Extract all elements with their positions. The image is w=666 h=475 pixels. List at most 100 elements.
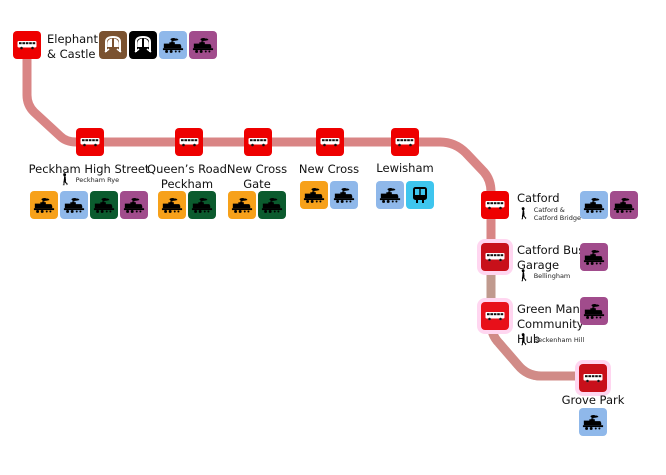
rail-interchange-badge[interactable] — [376, 181, 404, 209]
steam-train-icon — [162, 37, 184, 54]
route-line-dimmed-glow — [486, 317, 597, 381]
stop-name: Catford — [517, 191, 560, 206]
stop-name-line: Peckham High Street — [28, 162, 150, 176]
steam-train-icon — [33, 197, 55, 214]
interchange-modes — [300, 181, 358, 209]
walking-interchange: 🚶Bellingham — [517, 269, 571, 282]
bus-icon — [320, 137, 340, 147]
bus-stop-marker[interactable] — [316, 128, 344, 156]
bus-stop-marker[interactable] — [579, 364, 607, 392]
rail-interchange-badge[interactable] — [580, 243, 608, 271]
interchange-modes — [376, 181, 434, 209]
interchange-modes — [99, 31, 217, 59]
bus-stop-marker[interactable] — [481, 191, 509, 219]
rail-interchange-badge[interactable] — [188, 191, 216, 219]
interchange-modes — [580, 243, 608, 271]
tube-train-icon — [133, 35, 153, 55]
rail-interchange-badge[interactable] — [159, 31, 187, 59]
stop-name-line: Gate — [243, 177, 271, 191]
stop-name-line: New Cross — [298, 162, 360, 176]
bus-icon — [17, 40, 37, 50]
bus-icon — [485, 311, 505, 321]
walking-interchange-label: Beckenham Hill — [533, 336, 585, 344]
rail-interchange-badge[interactable] — [158, 191, 186, 219]
rail-interchange-badge[interactable] — [579, 408, 607, 436]
steam-train-icon — [192, 37, 214, 54]
rail-interchange-badge[interactable] — [330, 181, 358, 209]
bus-stop-marker[interactable] — [391, 128, 419, 156]
underground-interchange-badge[interactable] — [129, 31, 157, 59]
steam-train-icon — [583, 249, 605, 266]
walking-interchange: 🚶Catford &Catford Bridge — [517, 206, 581, 222]
bus-stop-marker[interactable] — [481, 243, 509, 271]
stop-name: New Cross — [299, 162, 359, 177]
interchange-modes — [30, 191, 148, 219]
walking-interchange-label: Peckham Rye — [75, 176, 120, 184]
rail-interchange-badge[interactable] — [258, 191, 286, 219]
steam-train-icon — [123, 197, 145, 214]
rail-interchange-badge[interactable] — [228, 191, 256, 219]
steam-train-icon — [191, 197, 213, 214]
rail-interchange-badge[interactable] — [60, 191, 88, 219]
steam-train-icon — [583, 197, 605, 214]
walking-interchange: 🚶Beckenham Hill — [517, 333, 585, 346]
bus-stop-marker[interactable] — [481, 302, 509, 330]
bus-icon — [248, 137, 268, 147]
stop-name-line: Queen’s Road — [147, 162, 227, 176]
bus-stop-marker[interactable] — [76, 128, 104, 156]
walking-person-icon: 🚶 — [517, 207, 531, 220]
stop-name-line: New Cross — [226, 162, 288, 176]
tube-train-icon — [103, 35, 123, 55]
rail-interchange-badge[interactable] — [90, 191, 118, 219]
rail-interchange-badge[interactable] — [610, 191, 638, 219]
dlr-interchange-badge[interactable] — [406, 181, 434, 209]
interchange-modes — [579, 408, 607, 436]
bus-icon — [485, 200, 505, 210]
bus-icon — [395, 137, 415, 147]
stop-name-line: Green Man — [517, 302, 580, 316]
steam-train-icon — [93, 197, 115, 214]
stop-name-line: Elephant — [47, 32, 98, 46]
steam-train-icon — [613, 197, 635, 214]
steam-train-icon — [379, 187, 401, 204]
bus-icon — [583, 373, 603, 383]
steam-train-icon — [161, 197, 183, 214]
rail-interchange-badge[interactable] — [300, 181, 328, 209]
rail-interchange-badge[interactable] — [189, 31, 217, 59]
bus-icon — [485, 252, 505, 262]
underground-interchange-badge[interactable] — [99, 31, 127, 59]
walking-interchange-label: Bellingham — [533, 272, 571, 280]
stop-name: Lewisham — [376, 161, 433, 176]
steam-train-icon — [261, 197, 283, 214]
steam-train-icon — [231, 197, 253, 214]
walking-interchange-label: Catford &Catford Bridge — [534, 206, 581, 222]
walking-person-icon: 🚶 — [58, 173, 73, 186]
bus-icon — [179, 137, 199, 147]
interchange-modes — [580, 297, 608, 325]
stop-name-line: Peckham — [160, 177, 214, 191]
bus-stop-marker[interactable] — [175, 128, 203, 156]
steam-train-icon — [582, 414, 604, 431]
rail-interchange-badge[interactable] — [580, 191, 608, 219]
rail-interchange-badge[interactable] — [580, 297, 608, 325]
stop-name-line: Catford — [517, 191, 560, 205]
stop-name-line: Grove Park — [561, 393, 625, 407]
interchange-modes — [158, 191, 216, 219]
walking-person-icon: 🚶 — [517, 333, 531, 346]
stop-name-line: Garage — [517, 258, 560, 272]
interchange-modes — [580, 191, 638, 219]
stop-name-line: Community — [517, 317, 584, 331]
walking-interchange-line: Catford Bridge — [533, 214, 581, 222]
rail-interchange-badge[interactable] — [120, 191, 148, 219]
walking-person-icon: 🚶 — [517, 269, 531, 282]
walking-interchange-line: Catford & — [533, 206, 565, 214]
stop-name: Peckham High Street — [29, 162, 150, 177]
stop-name-line: Lewisham — [376, 161, 434, 175]
stop-name-line: Catford Bus — [517, 243, 585, 257]
rail-interchange-badge[interactable] — [30, 191, 58, 219]
steam-train-icon — [303, 187, 325, 204]
bus-stop-marker[interactable] — [244, 128, 272, 156]
bus-stop-marker[interactable] — [13, 31, 41, 59]
